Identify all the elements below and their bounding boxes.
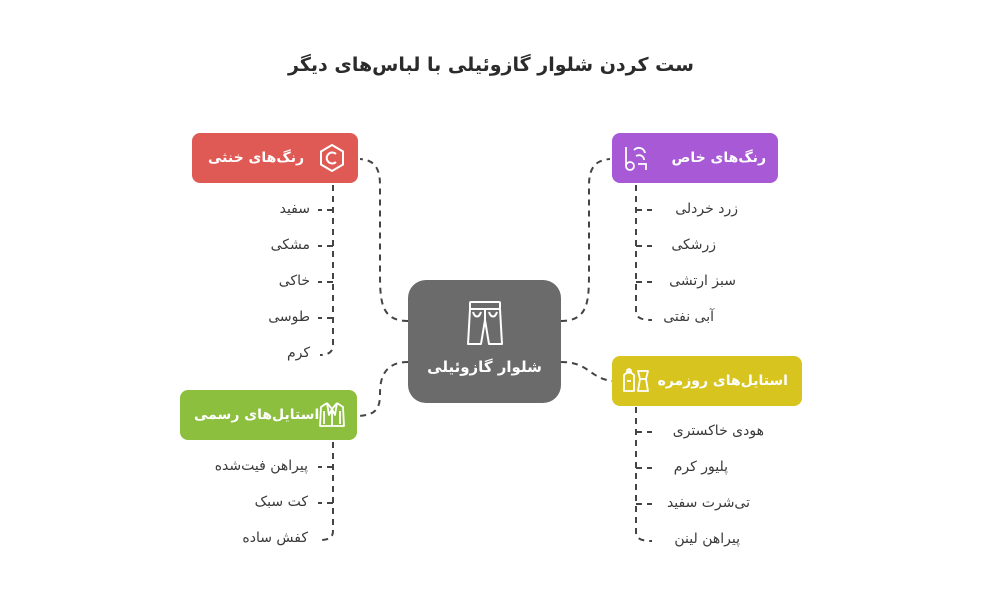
- casual-item-4: پیراهن لینن: [674, 531, 740, 547]
- connector-center-neutral: [359, 158, 409, 322]
- neutral-item-4: طوسی: [268, 309, 310, 325]
- branch-formal-styles: استایل‌های رسمی: [180, 390, 357, 440]
- branch-casual-styles: استایل‌های روزمره: [612, 356, 802, 406]
- branch-special-label: رنگ‌های خاص: [671, 150, 767, 166]
- colorful-brush-icon: [625, 146, 647, 171]
- special-item-2: زرشکی: [671, 237, 716, 253]
- connector-center-special: [560, 158, 611, 322]
- branch-special-colors: رنگ‌های خاص: [612, 133, 778, 183]
- special-item-4: آبی نفتی: [663, 309, 714, 325]
- neutral-item-3: خاکی: [278, 273, 310, 289]
- neutral-item-1: سفید: [279, 201, 310, 217]
- branch-casual-label: استایل‌های روزمره: [657, 373, 788, 389]
- neutral-item-2: مشکی: [270, 237, 310, 253]
- connector-neutral-spine: [319, 185, 334, 356]
- branch-neutral-colors: رنگ‌های خنثی: [192, 133, 358, 183]
- special-item-1: زرد خردلی: [675, 201, 738, 217]
- connector-casual-spine: [635, 407, 653, 542]
- casual-item-1: هودی خاکستری: [672, 423, 764, 439]
- casual-outfit-icon: [623, 368, 649, 392]
- casual-item-2: پلیور کرم: [673, 459, 728, 475]
- branch-neutral-label: رنگ‌های خنثی: [208, 150, 305, 166]
- casual-item-3: تی‌شرت سفید: [666, 495, 750, 511]
- formal-item-3: کفش ساده: [242, 530, 308, 546]
- diagram-title: ست کردن شلوار گازوئیلی با لباس‌های دیگر: [288, 54, 694, 76]
- copyright-hexagon-icon: [320, 144, 344, 172]
- neutral-item-5: کرم: [286, 345, 310, 361]
- pants-icon: [467, 301, 503, 345]
- special-item-3: سبز ارتشی: [669, 273, 736, 289]
- suit-jacket-icon: [319, 402, 345, 427]
- connector-formal-spine: [319, 442, 334, 541]
- branch-formal-label: استایل‌های رسمی: [194, 407, 320, 423]
- center-label: شلوار گازوئیلی: [427, 358, 542, 376]
- formal-item-2: کت سبک: [254, 494, 308, 510]
- connector-center-formal: [357, 361, 409, 417]
- formal-item-1: پیراهن فیت‌شده: [214, 458, 308, 474]
- center-node: شلوار گازوئیلی: [408, 280, 561, 403]
- connector-special-spine: [635, 185, 653, 321]
- connector-center-casual: [560, 361, 613, 382]
